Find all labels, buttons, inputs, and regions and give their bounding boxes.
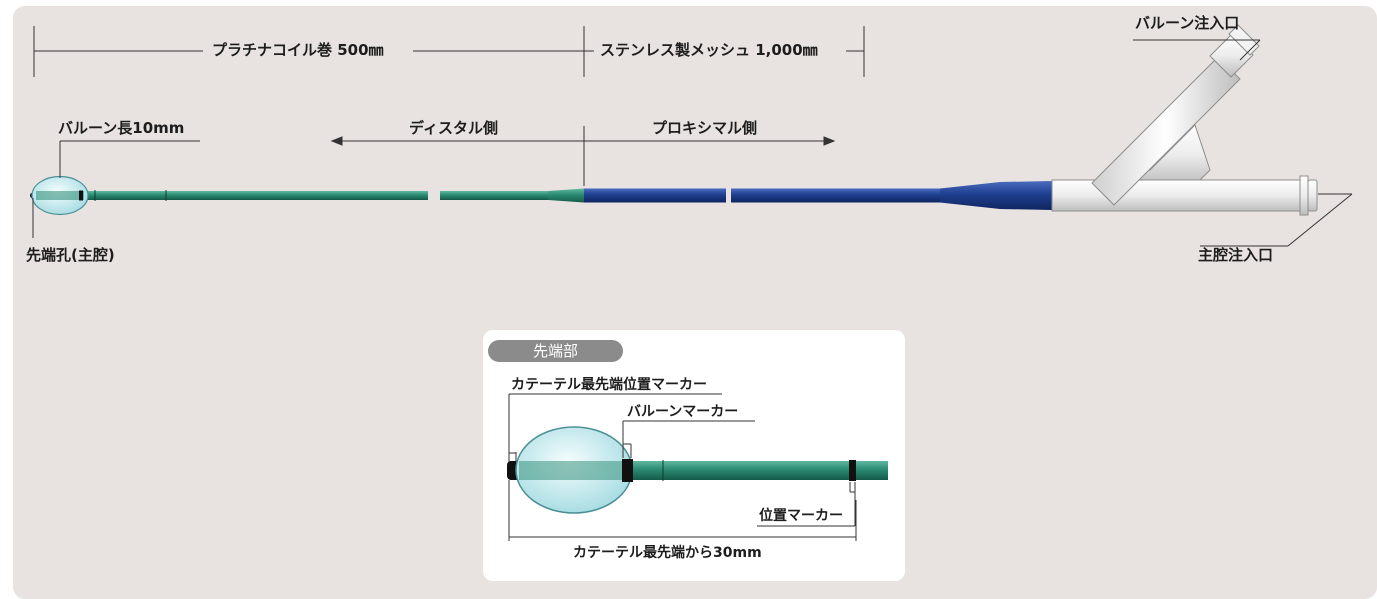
length-dimension-lines xyxy=(33,26,865,77)
balloon-length-label: バルーン長10mm xyxy=(58,119,185,137)
inset-leader-lines xyxy=(508,393,857,541)
balloon-marker-label: バルーンマーカー xyxy=(627,404,739,420)
tip-marker-label: カテーテル最先端位置マーカー xyxy=(511,377,707,393)
direction-arrows xyxy=(330,126,836,186)
stainless-mesh-label: ステンレス製メッシュ 1,000㎜ xyxy=(600,41,818,59)
tip-detail-title: 先端部 xyxy=(488,340,623,362)
y-connector-hub xyxy=(1051,24,1318,216)
proximal-shaft xyxy=(584,181,1052,210)
distal-side-label: ディスタル側 xyxy=(409,119,498,137)
position-marker-label: 位置マーカー xyxy=(759,508,843,524)
distal-shaft xyxy=(36,188,584,203)
main-lumen-port-label: 主腔注入口 xyxy=(1198,246,1274,264)
leader-lines xyxy=(32,39,1353,247)
tip-hole-label: 先端孔(主腔) xyxy=(26,246,115,264)
distance-note-label: カテーテル最先端から30mm xyxy=(573,545,762,561)
proximal-side-label: プロキシマル側 xyxy=(652,119,758,137)
balloon-port-label: バルーン注入口 xyxy=(1135,14,1240,32)
platinum-coil-label: プラチナコイル巻 500㎜ xyxy=(212,41,384,59)
catheter-tip xyxy=(30,175,89,216)
inset-balloon xyxy=(515,426,633,514)
